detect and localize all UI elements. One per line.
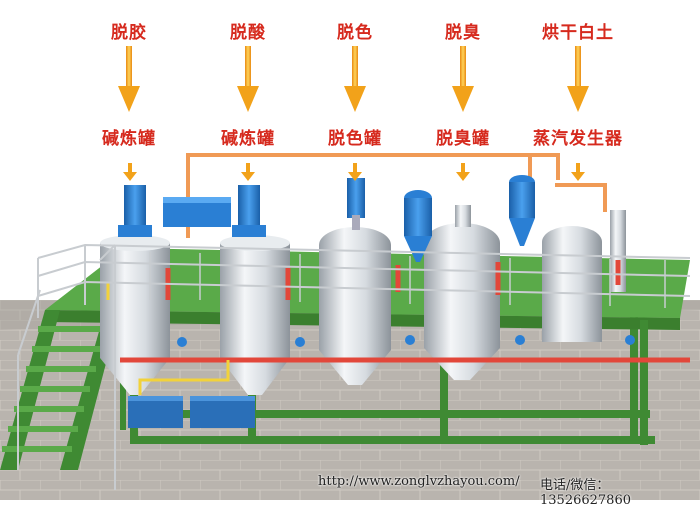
website-url[interactable]: http://www.zonglvzhayou.com/ [318,474,520,489]
railing [17,243,691,490]
valves [177,335,635,347]
process-label-degum: 脱胶 [111,23,147,43]
down-arrow-icon [344,46,366,112]
equipment-label-bleach-tank: 脱色罐 [328,129,382,149]
down-arrow-icon [237,46,259,112]
equipment-label-alkali-tank-2: 碱炼罐 [221,129,275,149]
process-label-deacid: 脱酸 [230,23,266,43]
process-label-bleach: 脱色 [337,23,373,43]
equipment-label-steam-generator: 蒸汽发生器 [533,129,623,149]
down-arrow-icon [118,46,140,112]
tank-deodor [404,190,500,380]
lower-blue-tanks [128,396,255,428]
down-arrow-icon [452,46,474,112]
tank-bleach [319,178,391,385]
down-arrow-icon [567,46,589,112]
small-down-arrow-icon [241,163,255,181]
top-pipes [186,153,607,238]
contact-phone: 电话/微信：13526627860 [540,478,631,508]
control-box [163,197,231,227]
tank-deacid [220,185,290,395]
steam-generator [509,175,626,342]
equipment-label-deodor-tank: 脱臭罐 [436,129,490,149]
small-down-arrow-icon [571,163,585,181]
process-label-clay-drying: 烘干白土 [542,23,614,43]
small-down-arrow-icon [123,163,137,181]
railing-posts [149,252,666,308]
equipment-label-alkali-tank-1: 碱炼罐 [102,129,156,149]
small-down-arrow-icon [348,163,362,181]
process-label-deodor: 脱臭 [445,23,481,43]
yellow-pipe [106,282,230,395]
tank-degum [100,185,170,395]
small-down-arrow-icon [456,163,470,181]
